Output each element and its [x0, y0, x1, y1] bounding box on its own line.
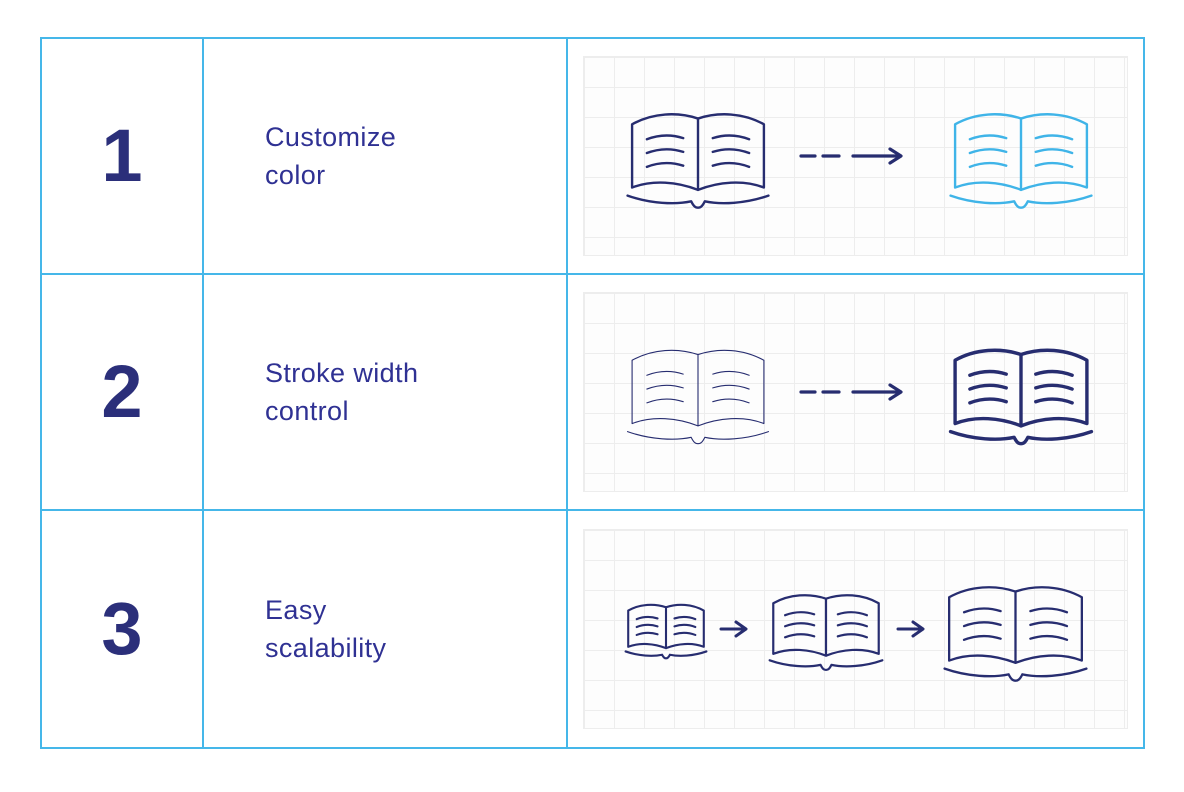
- dashed-arrow-icon: [799, 145, 904, 167]
- row-illustration-cell: [568, 275, 1143, 509]
- row-label-cell: Stroke width control: [204, 275, 568, 509]
- row-illustration-cell: [568, 39, 1143, 273]
- row-number-cell: 2: [42, 275, 204, 509]
- feature-label: Easy scalability: [265, 591, 386, 667]
- table-row: 3 Easy scalability: [42, 511, 1143, 747]
- open-book-icon: [623, 335, 773, 450]
- open-book-icon: [946, 99, 1096, 214]
- row-label-cell: Customize color: [204, 39, 568, 273]
- open-book-icon: [940, 572, 1091, 687]
- dashed-arrow-icon: [799, 381, 904, 403]
- feature-label-line: Customize: [265, 122, 397, 152]
- feature-label: Customize color: [265, 118, 396, 194]
- row-illustration-cell: [568, 511, 1143, 747]
- feature-label-line: scalability: [265, 633, 387, 663]
- feature-label-line: control: [265, 396, 349, 426]
- solid-arrow-icon: [719, 618, 749, 640]
- row-number-cell: 3: [42, 511, 204, 747]
- solid-arrow-icon: [896, 618, 926, 640]
- row-number: 1: [101, 114, 143, 197]
- feature-label-line: Easy: [265, 595, 327, 625]
- grid-paper-panel: [583, 292, 1128, 492]
- table-row: 2 Stroke width control: [42, 275, 1143, 511]
- feature-label-line: color: [265, 160, 326, 190]
- open-book-icon: [946, 335, 1096, 450]
- feature-table: 1 Customize color 2: [40, 37, 1145, 749]
- open-book-icon: [623, 99, 773, 214]
- row-number-cell: 1: [42, 39, 204, 273]
- row-label-cell: Easy scalability: [204, 511, 568, 747]
- grid-paper-panel: [583, 56, 1128, 256]
- row-number: 2: [101, 350, 143, 433]
- open-book-icon: [623, 596, 709, 662]
- feature-table-graphic: 1 Customize color 2: [40, 37, 1145, 749]
- table-row: 1 Customize color: [42, 39, 1143, 275]
- feature-label: Stroke width control: [265, 354, 418, 430]
- open-book-icon: [766, 583, 886, 675]
- row-number: 3: [101, 587, 143, 670]
- feature-label-line: Stroke width: [265, 358, 419, 388]
- grid-paper-panel: [583, 529, 1128, 729]
